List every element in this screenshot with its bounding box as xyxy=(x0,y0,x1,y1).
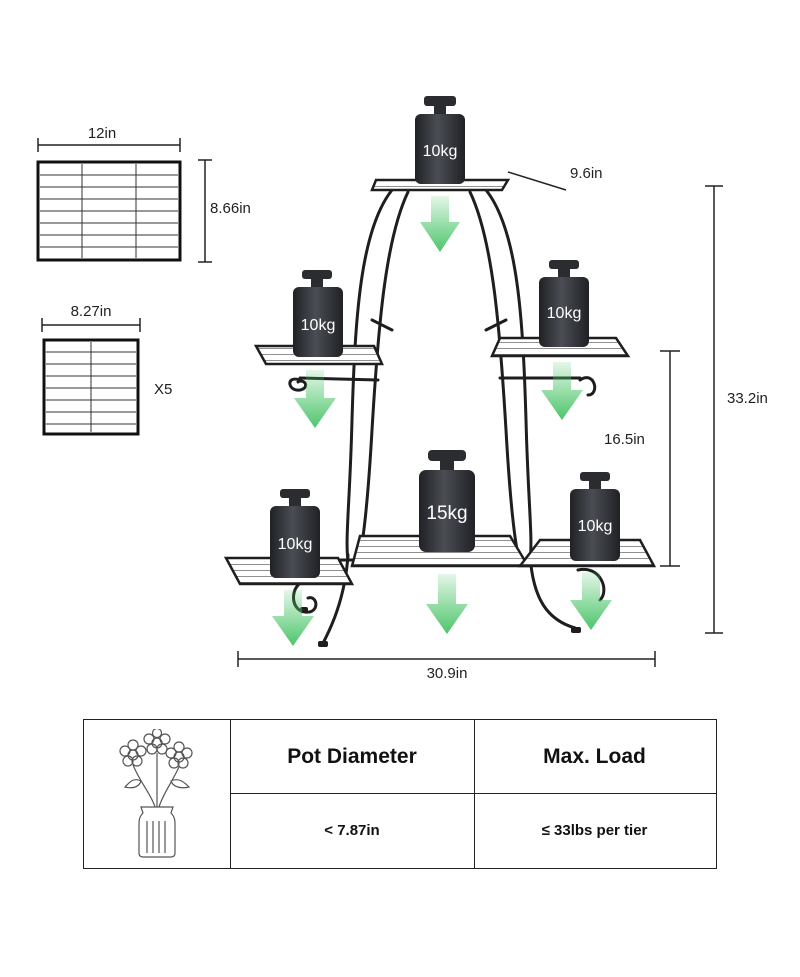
vase-icon-cell xyxy=(84,720,230,868)
total-height-label: 33.2in xyxy=(727,390,768,407)
arrow-bottom-right xyxy=(570,572,612,630)
weight-top-label: 10kg xyxy=(423,143,458,160)
flower-vase-icon xyxy=(119,729,193,858)
mid-height-label: 16.5in xyxy=(604,431,645,448)
pot-diameter-header: Pot Diameter xyxy=(287,744,417,768)
weight-mid-left-label: 10kg xyxy=(301,317,336,334)
top-shelf-illustration xyxy=(36,138,212,263)
weight-bottom-left xyxy=(270,489,320,578)
weight-mid-left xyxy=(293,270,343,357)
arrow-mid-left xyxy=(294,370,336,428)
small-shelf-illustration xyxy=(41,318,141,436)
load-arrows xyxy=(272,196,612,646)
arrow-top xyxy=(420,196,460,252)
max-load-header: Max. Load xyxy=(543,744,646,768)
arrow-bottom-center xyxy=(426,574,468,634)
weight-mid-right-label: 10kg xyxy=(547,305,582,322)
weight-bottom-left-label: 10kg xyxy=(278,536,313,553)
weight-bottom-right-label: 10kg xyxy=(578,518,613,535)
plant-stand-diagram: 12in 8.66in 8.27in X5 xyxy=(36,96,768,682)
weight-top xyxy=(415,96,465,184)
weight-bottom-center-label: 15kg xyxy=(426,503,467,524)
dimension-lines xyxy=(237,171,723,667)
arrow-bottom-left xyxy=(272,590,314,646)
spec-table: Pot Diameter Max. Load < 7.87in ≤ 33lbs … xyxy=(83,719,717,869)
top-diag-label: 9.6in xyxy=(570,165,603,182)
top-shelf-width-label: 12in xyxy=(88,125,116,142)
small-shelf-count-label: X5 xyxy=(154,381,172,398)
small-shelf-width-label: 8.27in xyxy=(71,303,112,320)
top-shelf-depth-label: 8.66in xyxy=(210,200,251,217)
arrow-mid-right xyxy=(541,362,583,420)
weight-bottom-center xyxy=(419,450,475,552)
weight-bottom-right xyxy=(570,472,620,561)
total-width-label: 30.9in xyxy=(427,665,468,682)
pot-diameter-value: < 7.87in xyxy=(324,822,380,839)
weight-mid-right xyxy=(539,260,589,347)
max-load-value: ≤ 33lbs per tier xyxy=(541,822,648,839)
